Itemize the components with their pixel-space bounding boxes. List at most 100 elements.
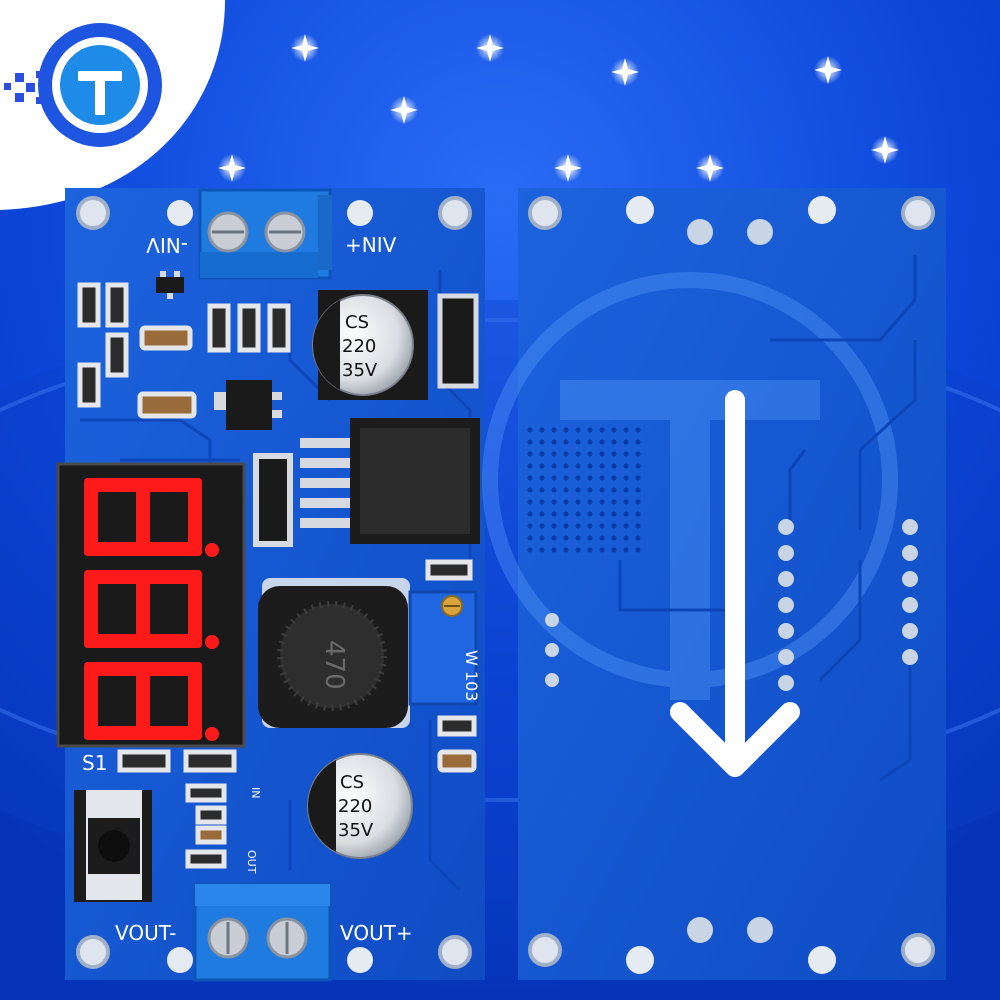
via <box>563 511 569 517</box>
via <box>575 511 581 517</box>
decimal-point <box>205 543 219 557</box>
via <box>563 439 569 445</box>
via <box>599 511 605 517</box>
via <box>539 499 545 505</box>
switch-button <box>98 830 130 862</box>
pin <box>902 649 918 665</box>
via <box>623 427 629 433</box>
pin <box>902 571 918 587</box>
via <box>623 451 629 457</box>
mount-hole <box>626 946 654 974</box>
via <box>539 439 545 445</box>
pin <box>902 545 918 561</box>
segment <box>136 478 150 556</box>
via <box>527 439 533 445</box>
potentiometer[interactable]: W 103 <box>408 590 481 706</box>
mount-hole <box>76 935 110 969</box>
via <box>599 547 605 553</box>
smd-components <box>77 282 477 869</box>
via <box>575 547 581 553</box>
solder-pads <box>545 219 773 943</box>
inductor-marking: 470 <box>319 640 349 690</box>
star <box>696 154 724 182</box>
star <box>476 34 504 62</box>
smd-resistor <box>105 282 129 328</box>
via <box>611 439 617 445</box>
via <box>575 427 581 433</box>
decimal-point <box>205 727 219 741</box>
tactile-switch[interactable] <box>74 790 152 902</box>
via <box>635 523 641 529</box>
star <box>218 154 246 182</box>
mount-hole <box>167 947 193 973</box>
star <box>291 34 319 62</box>
via <box>635 463 641 469</box>
star <box>390 96 418 124</box>
via <box>599 439 605 445</box>
cap-bottom-line1: CS <box>340 772 364 793</box>
brand-logo <box>4 23 162 147</box>
segment <box>84 570 98 648</box>
via <box>635 451 641 457</box>
segment <box>136 662 150 740</box>
star <box>611 58 639 86</box>
mount-hole <box>76 196 110 230</box>
via <box>551 439 557 445</box>
via <box>587 499 593 505</box>
via <box>599 427 605 433</box>
schottky-diode <box>253 453 293 547</box>
via <box>611 475 617 481</box>
via <box>527 475 533 481</box>
via <box>539 547 545 553</box>
via <box>635 475 641 481</box>
via <box>551 547 557 553</box>
via <box>539 523 545 529</box>
via <box>551 427 557 433</box>
via <box>623 511 629 517</box>
digit <box>84 478 219 557</box>
via <box>575 475 581 481</box>
mount-hole <box>626 196 654 224</box>
via <box>611 535 617 541</box>
via <box>599 523 605 529</box>
pin <box>902 623 918 639</box>
watermark <box>482 272 898 700</box>
via <box>611 499 617 505</box>
via <box>527 463 533 469</box>
electrolytic-capacitor-top: CS 220 35V <box>312 290 428 400</box>
via-grid <box>527 427 641 553</box>
via <box>635 499 641 505</box>
mount-hole <box>528 933 562 967</box>
star <box>814 56 842 84</box>
via <box>527 547 533 553</box>
label-vin-minus: -NIV <box>146 233 188 257</box>
via <box>611 487 617 493</box>
pin <box>902 597 918 613</box>
cap-top-line3: 35V <box>342 360 378 381</box>
via <box>635 439 641 445</box>
segment <box>136 570 150 648</box>
via <box>623 535 629 541</box>
mount-hole <box>438 196 472 230</box>
label-s1: S1 <box>82 751 107 775</box>
via <box>575 451 581 457</box>
via <box>563 523 569 529</box>
digit <box>84 570 219 649</box>
via <box>563 487 569 493</box>
decimal-point <box>205 635 219 649</box>
via <box>623 475 629 481</box>
via <box>623 523 629 529</box>
smd-resistor <box>237 303 261 353</box>
seven-segment-display <box>56 462 246 748</box>
via <box>527 451 533 457</box>
electrolytic-capacitor-bottom: CS 220 35V <box>307 753 413 859</box>
via <box>527 499 533 505</box>
smd-resistor <box>267 303 291 353</box>
pot-marking: W 103 <box>462 650 481 701</box>
via <box>587 547 593 553</box>
stars <box>218 34 899 182</box>
via <box>611 523 617 529</box>
input-terminal-block <box>198 188 332 280</box>
via <box>527 487 533 493</box>
via <box>527 535 533 541</box>
